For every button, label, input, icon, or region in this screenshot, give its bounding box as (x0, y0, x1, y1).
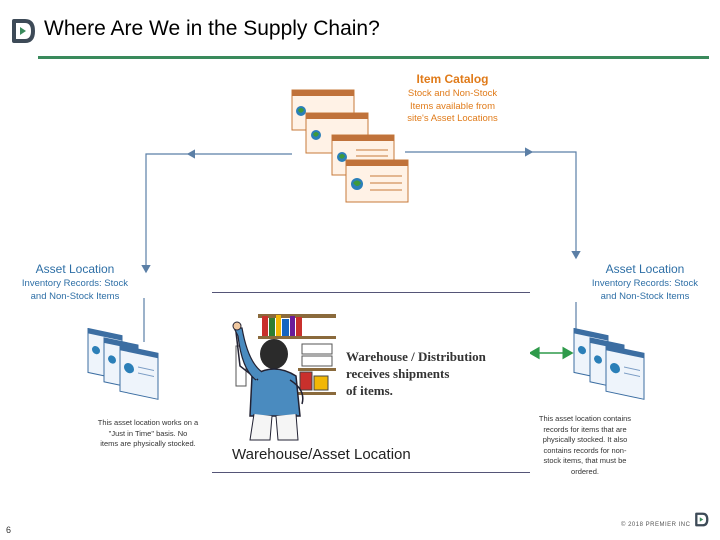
left-location-windows (87, 328, 159, 400)
catalog-description: Stock and Non-Stock Items available from… (407, 88, 498, 124)
warehouse-caption: Warehouse / Distribution receives shipme… (346, 349, 486, 398)
left-location-description: Inventory Records: Stock and Non-Stock I… (21, 278, 129, 302)
copyright-notice: © 2018 PREMIER INC (621, 522, 691, 528)
right-location-description: Inventory Records: Stock and Non-Stock I… (591, 278, 699, 302)
warehouse-bottom-rule (212, 472, 530, 473)
right-location-heading: Asset Location (605, 262, 685, 276)
warehouse-label: Warehouse/Asset Location (232, 446, 411, 463)
left-location-heading: Asset Location (35, 262, 115, 276)
arrow-top-right-down (532, 151, 581, 260)
catalog-window (345, 159, 409, 203)
item-catalog-windows (291, 89, 409, 203)
right-location-windows (573, 328, 645, 400)
left-location-note: This asset location works on a "Just in … (97, 418, 199, 448)
arrow-top-left-down (141, 153, 188, 274)
premier-logo-icon (12, 19, 35, 43)
slide-title: Where Are We in the Supply Chain? (44, 17, 380, 40)
premier-logo-small-icon (695, 512, 709, 527)
warehouse-worker-illustration (232, 314, 336, 441)
page-number: 6 (6, 525, 12, 535)
catalog-heading: Item Catalog (416, 72, 489, 86)
warehouse-top-rule (212, 292, 530, 293)
right-location-note: This asset location contains records for… (538, 414, 632, 476)
title-divider (38, 56, 709, 59)
